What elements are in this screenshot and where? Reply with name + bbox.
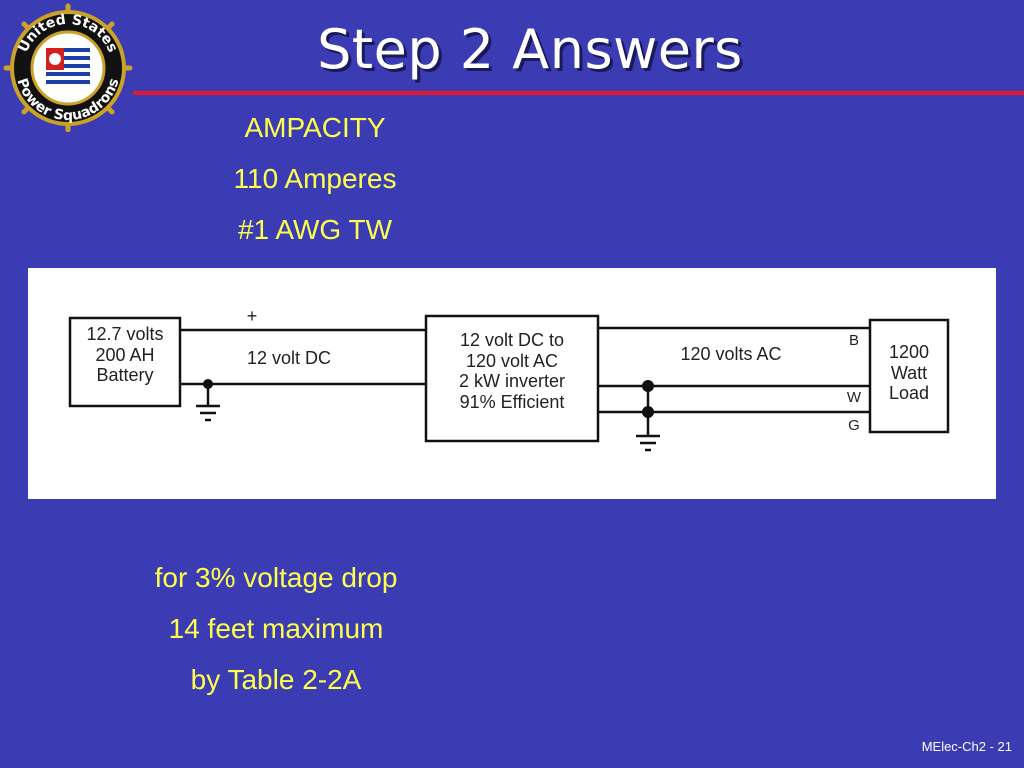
voltage-drop-line1: for 3% voltage drop (154, 562, 398, 593)
w-label: W (846, 389, 862, 406)
g-ground-node (642, 406, 654, 418)
inverter-label: 12 volt DC to 120 volt AC 2 kW inverter … (458, 330, 566, 413)
voltage-drop-line3: by Table 2-2A (190, 664, 362, 695)
load-box (868, 318, 950, 434)
load-label: 1200 Watt Load (888, 342, 930, 404)
plus-label: + (246, 306, 258, 326)
battery-ground-node (203, 379, 213, 389)
ampacity-wire: #1 AWG TW (237, 214, 393, 245)
ac-label: 120 volts AC (680, 344, 782, 364)
b-label: B (848, 332, 859, 349)
ampacity-heading: AMPACITY (244, 112, 386, 143)
battery-box (68, 316, 182, 408)
battery-label: 12.7 volts 200 AH Battery (86, 324, 164, 386)
uspsquadrons-logo: United States Power Squadrons (2, 2, 134, 133)
slide-title: Step 2 Answers (317, 18, 743, 81)
g-label: G (848, 417, 860, 434)
dc-label: 12 volt DC (246, 348, 332, 368)
ampacity-amps: 110 Amperes (233, 163, 397, 194)
wiring-diagram: 12.7 volts 200 AH Battery + 12 volt DC 1… (28, 268, 996, 499)
voltage-drop-line2: 14 feet maximum (168, 613, 384, 644)
inverter-box (424, 314, 600, 443)
w-ground-node (642, 380, 654, 392)
title-rule (133, 91, 1024, 95)
slide-footer: MElec-Ch2 - 21 (921, 739, 1012, 754)
